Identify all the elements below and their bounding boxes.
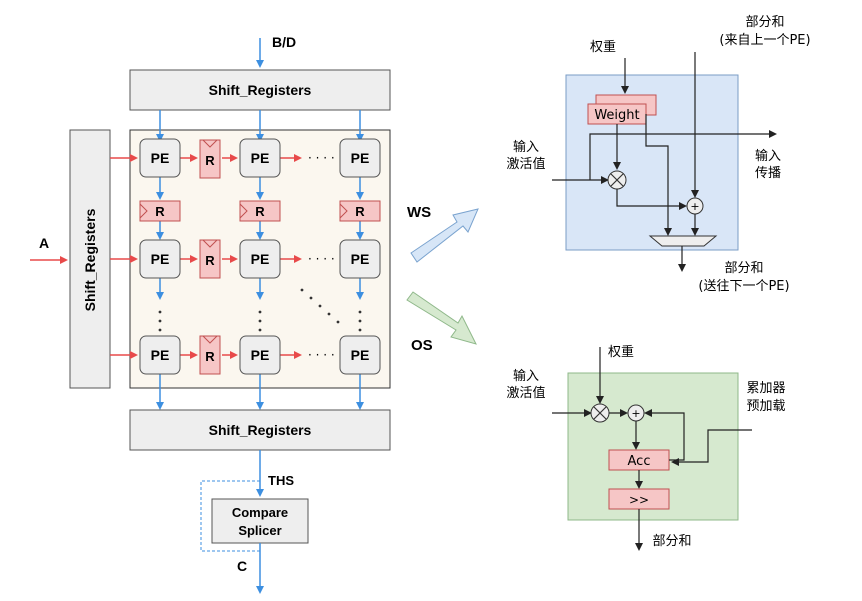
pe-block xyxy=(239,138,281,178)
input-left-label: A xyxy=(39,235,49,251)
pe-label: PE xyxy=(351,347,370,363)
os-arrow xyxy=(406,291,477,345)
os-psum-out-label: 部分和 xyxy=(652,534,691,549)
ws-psum-in-line1: 部分和 xyxy=(745,15,784,30)
ws-weight-box-label: Weight xyxy=(594,108,639,123)
row2-ellipsis: · · · · xyxy=(308,252,335,266)
pe-block xyxy=(339,239,381,279)
pe-block xyxy=(339,335,381,375)
os-weight-label: 权重 xyxy=(608,344,634,360)
row3-ellipsis: · · · · xyxy=(308,348,335,362)
os-label: OS xyxy=(411,337,433,354)
shift-registers-bottom-label: Shift_Registers xyxy=(209,422,312,438)
pe-label: PE xyxy=(251,150,270,166)
compare-splicer-line1: Compare xyxy=(232,505,288,520)
ws-act-in-line2: 激活值 xyxy=(506,156,545,172)
shift-registers-bottom xyxy=(129,409,391,451)
register-label: R xyxy=(205,153,215,168)
pe-label: PE xyxy=(251,251,270,267)
shift-registers-left-label: Shift_Registers xyxy=(82,208,98,311)
pe-row-1: PE PE PE xyxy=(139,138,381,178)
horizontal-registers: R R R xyxy=(199,139,221,375)
os-preload-line1: 累加器 xyxy=(746,381,785,396)
pe-label: PE xyxy=(351,251,370,267)
row-feed-arrows xyxy=(110,154,302,359)
shift-registers-top-label: Shift_Registers xyxy=(209,82,312,98)
register-label: R xyxy=(355,204,365,219)
os-preload-line2: 预加载 xyxy=(746,399,785,414)
ws-act-prop-line2: 传播 xyxy=(755,166,781,181)
shift-registers-left xyxy=(69,129,111,389)
compare-splicer-line2: Splicer xyxy=(238,523,281,538)
ws-weight-label: 权重 xyxy=(590,39,616,55)
ws-psum-out-line2: (送往下一个PE) xyxy=(698,279,789,294)
ws-psum-out-line1: 部分和 xyxy=(724,261,763,276)
pe-label: PE xyxy=(151,251,170,267)
input-top-label: B/D xyxy=(272,34,296,50)
ws-add-symbol: + xyxy=(690,200,699,213)
register xyxy=(339,200,381,222)
ws-mult-to-add xyxy=(616,189,687,210)
os-preload-arrow xyxy=(671,429,752,466)
pe-label: PE xyxy=(151,150,170,166)
output-label: C xyxy=(237,558,247,574)
pe-block xyxy=(139,335,181,375)
register-label: R xyxy=(155,204,165,219)
os-acc-label: Acc xyxy=(628,454,651,469)
register xyxy=(199,139,221,179)
register xyxy=(199,239,221,279)
ws-weight-to-mux xyxy=(645,114,672,236)
ws-act-in-line1: 输入 xyxy=(513,139,539,155)
register-label: R xyxy=(205,253,215,268)
os-act-in-line2: 激活值 xyxy=(506,385,545,401)
pe-label: PE xyxy=(351,150,370,166)
ws-act-prop-line1: 输入 xyxy=(755,148,781,164)
pe-row-2: PE PE PE xyxy=(139,239,381,279)
ws-mux xyxy=(648,235,718,247)
pe-label: PE xyxy=(151,347,170,363)
register-label: R xyxy=(205,349,215,364)
pe-block xyxy=(139,138,181,178)
pe-block xyxy=(239,335,281,375)
os-add-symbol: + xyxy=(631,407,640,420)
vertical-ellipsis xyxy=(158,288,362,332)
pe-label: PE xyxy=(251,347,270,363)
pe-block xyxy=(339,138,381,178)
ws-mult-symbol xyxy=(610,173,624,187)
pe-row-3: PE PE PE xyxy=(139,335,381,375)
ws-label: WS xyxy=(407,204,431,221)
compare-splicer-box xyxy=(211,498,309,544)
pe-block xyxy=(139,239,181,279)
register xyxy=(239,200,281,222)
ths-label: THS xyxy=(268,473,294,488)
ws-psum-in-line2: (来自上一个PE) xyxy=(719,33,810,48)
os-act-in-line1: 输入 xyxy=(513,368,539,384)
ws-act-prop-arrow xyxy=(589,130,777,180)
os-mult-symbol xyxy=(593,406,607,420)
top-feed-arrows xyxy=(156,110,364,410)
ws-arrow xyxy=(410,208,479,263)
register xyxy=(139,200,181,222)
os-shift-label: >> xyxy=(629,493,649,507)
vertical-registers: R R R xyxy=(139,200,381,222)
register-label: R xyxy=(255,204,265,219)
row1-ellipsis: · · · · xyxy=(308,151,335,165)
pe-block xyxy=(239,239,281,279)
register xyxy=(199,335,221,375)
